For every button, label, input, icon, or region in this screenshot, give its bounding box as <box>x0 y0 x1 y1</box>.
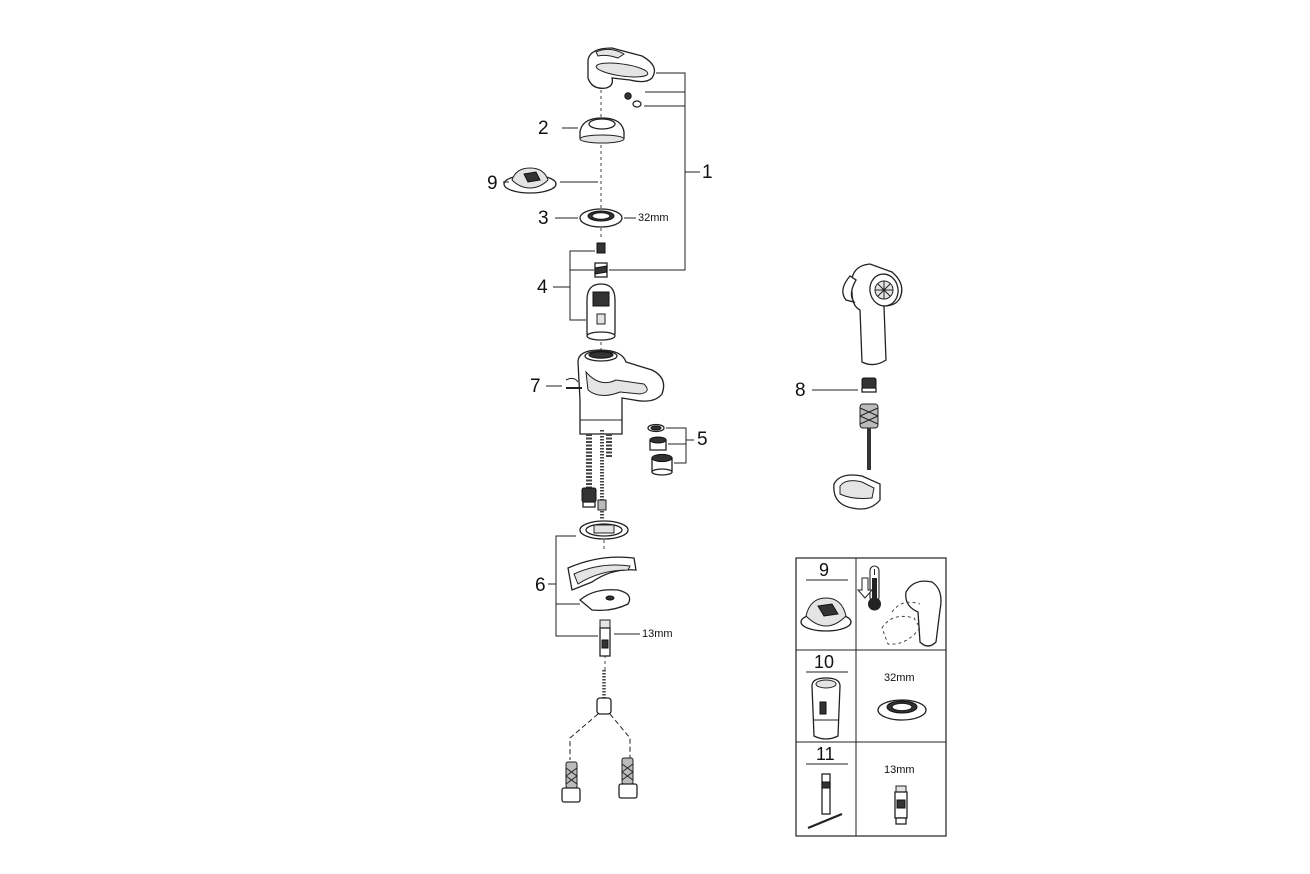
temperature-limiter-tool <box>800 597 852 632</box>
cartridge-nut <box>579 208 623 228</box>
fixing-set <box>567 520 637 657</box>
tool-dimension-13mm: 13mm <box>884 764 915 776</box>
tool-number-11: 11 <box>816 744 835 764</box>
aerator-set <box>647 423 673 476</box>
callout-7: 7 <box>530 376 541 397</box>
dimension-13mm: 13mm <box>642 628 673 640</box>
tool-dimension-32mm: 32mm <box>884 672 915 684</box>
temperature-limiter <box>503 167 557 194</box>
callout-4: 4 <box>537 277 548 298</box>
callout-2: 2 <box>538 118 549 139</box>
callout-5: 5 <box>697 429 708 450</box>
cartridge <box>586 242 616 341</box>
hose-adapter <box>861 377 877 389</box>
nut-13mm-icon <box>894 785 908 825</box>
cartridge-wrench-tool <box>811 677 841 740</box>
lever-handle <box>587 47 656 108</box>
nut-32mm-icon <box>877 699 927 721</box>
handle-cap <box>632 100 642 108</box>
arrow-down-icon <box>856 577 874 599</box>
socket-wrench-tool <box>807 773 843 830</box>
callout-3: 3 <box>538 208 549 229</box>
callout-1: 1 <box>702 162 713 183</box>
hand-shower <box>833 263 903 510</box>
lift-rod <box>565 377 582 389</box>
callout-6: 6 <box>535 575 546 596</box>
cover-ring <box>579 117 625 144</box>
handle-screw <box>624 92 632 100</box>
supply-hoses <box>561 670 638 803</box>
callout-9: 9 <box>487 173 498 194</box>
tool-number-9: 9 <box>819 560 830 580</box>
faucet-body <box>577 349 665 435</box>
lever-rotation-sketch <box>881 580 942 647</box>
callout-8: 8 <box>795 380 806 401</box>
flexible-hoses <box>581 430 612 520</box>
thermometer-icon <box>868 565 881 611</box>
dimension-32mm: 32mm <box>638 212 669 224</box>
tool-number-10: 10 <box>814 652 835 672</box>
